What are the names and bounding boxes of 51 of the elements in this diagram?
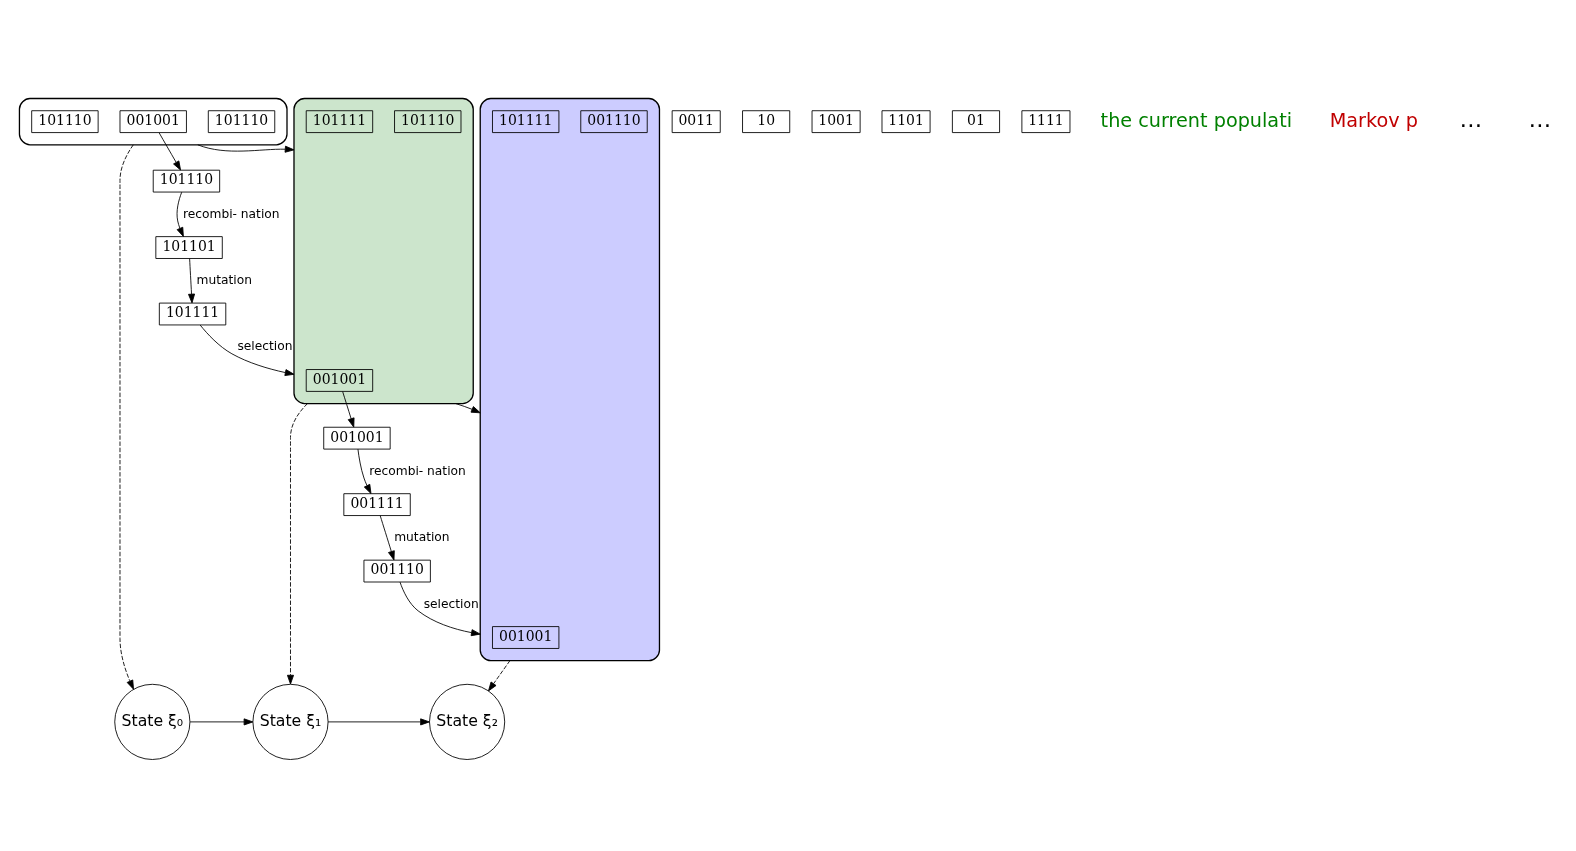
arrow bbox=[158, 132, 181, 171]
label: Markov p bbox=[1329, 108, 1418, 132]
arrow bbox=[287, 403, 308, 685]
node-box: 001001 bbox=[492, 626, 560, 649]
label: … bbox=[1528, 106, 1552, 133]
node-circle: State ξ₁ bbox=[252, 683, 329, 760]
node-box: 001001 bbox=[119, 110, 187, 134]
edge-label: recombi- nation bbox=[369, 463, 466, 478]
node-box: 001110 bbox=[580, 110, 648, 134]
cluster bbox=[293, 97, 474, 405]
arrow bbox=[176, 191, 184, 237]
edge-label: mutation bbox=[196, 273, 252, 288]
edge-label: mutation bbox=[394, 530, 450, 545]
arrow bbox=[189, 718, 254, 726]
node-box: 101110 bbox=[31, 110, 99, 134]
label: the current populati bbox=[1100, 108, 1293, 132]
edge-label: selection bbox=[423, 596, 479, 611]
node-box: 001110 bbox=[363, 559, 431, 583]
node-box: 101111 bbox=[158, 302, 227, 326]
arrow bbox=[455, 403, 481, 414]
node-box: 0011 bbox=[671, 110, 721, 134]
edge-label: recombi- nation bbox=[182, 206, 280, 221]
node-circle: State ξ₀ bbox=[114, 683, 191, 760]
node-box: 1101 bbox=[881, 110, 931, 134]
arrow bbox=[119, 144, 134, 690]
node-box: 101110 bbox=[207, 110, 276, 134]
node-box: 101111 bbox=[305, 110, 374, 134]
arrow bbox=[357, 448, 372, 494]
arrow bbox=[488, 660, 511, 692]
edge-label: selection bbox=[237, 339, 293, 354]
cluster bbox=[479, 97, 661, 662]
arrow bbox=[327, 718, 430, 726]
node-box: 101111 bbox=[492, 110, 560, 134]
node-box: 101110 bbox=[152, 169, 221, 193]
node-box: 101101 bbox=[155, 236, 223, 259]
arrow bbox=[379, 515, 395, 561]
node-box: 001111 bbox=[343, 493, 411, 516]
arrow bbox=[188, 258, 196, 304]
node-box: 001001 bbox=[305, 369, 374, 392]
node-box: 1111 bbox=[1021, 110, 1071, 134]
arrow bbox=[399, 581, 481, 637]
node-box: 01 bbox=[951, 110, 1001, 134]
cluster bbox=[18, 97, 288, 146]
node-box: 10 bbox=[742, 110, 791, 134]
arrow bbox=[197, 144, 295, 153]
node-box: 1001 bbox=[811, 110, 861, 134]
arrow bbox=[342, 391, 355, 428]
node-box: 101110 bbox=[394, 110, 462, 134]
node-box: 001001 bbox=[323, 426, 391, 450]
arrow bbox=[199, 324, 295, 377]
label: … bbox=[1459, 106, 1483, 133]
